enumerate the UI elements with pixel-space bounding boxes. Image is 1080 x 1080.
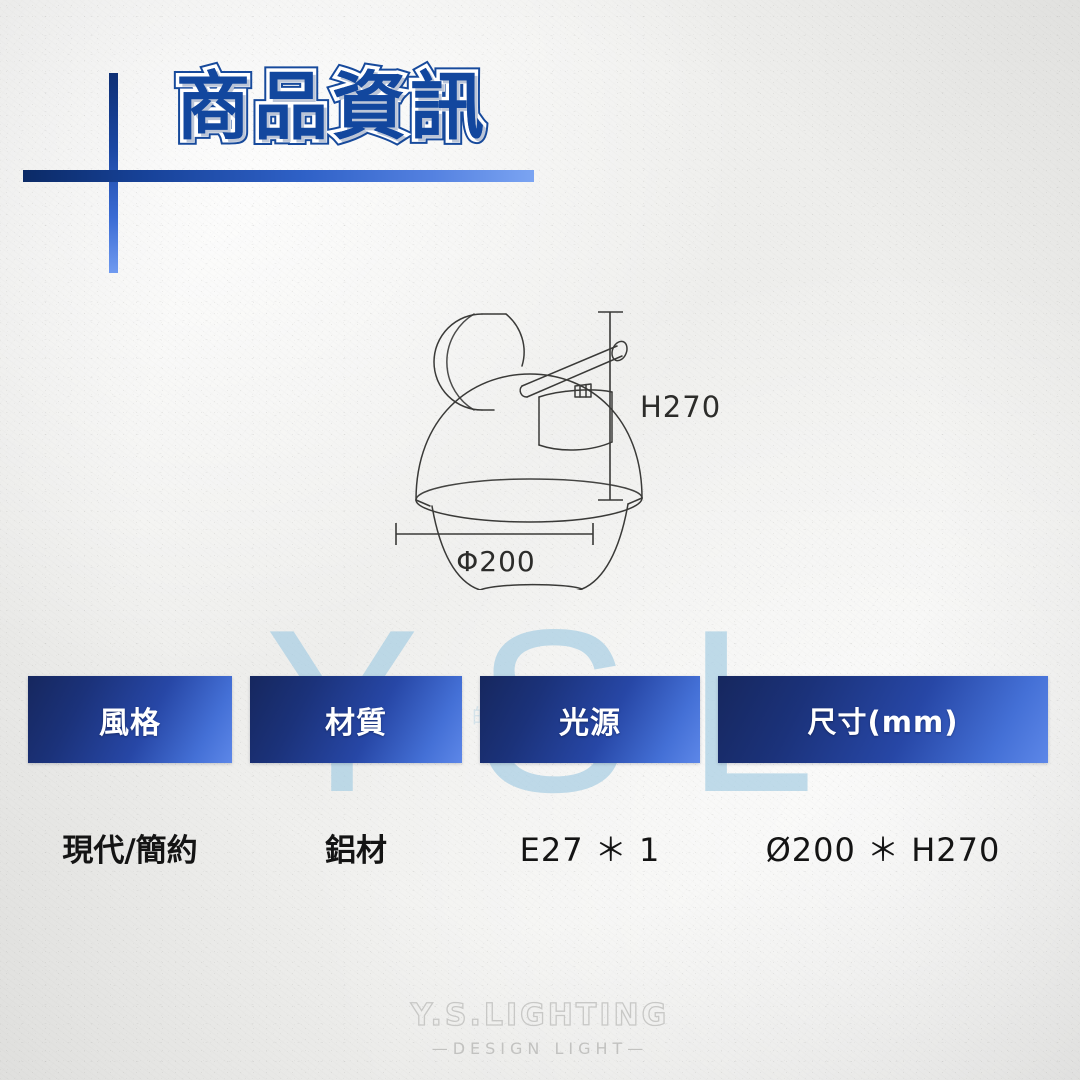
- spec-value-material: 鋁材: [325, 833, 387, 869]
- wall-lamp-svg: [415, 313, 643, 596]
- spec-badge-material[interactable]: 材質: [250, 676, 462, 763]
- spec-badge-dimensions[interactable]: 尺寸(mm): [718, 676, 1048, 763]
- spec-badge-label-light-source: 光源: [559, 705, 621, 741]
- spec-badge-label-dimensions: 尺寸(mm): [807, 704, 959, 739]
- product-line-drawing: [370, 270, 720, 596]
- spec-badge-label-style: 風格: [99, 705, 161, 741]
- spec-badge-style[interactable]: 風格: [28, 676, 232, 763]
- footer-tagline: —DESIGN LIGHT—: [431, 1039, 649, 1058]
- width-dimension-label: Φ200: [456, 545, 536, 578]
- page-title-outline: 商品資訊: [171, 60, 490, 154]
- height-dimension-line: [598, 311, 623, 501]
- spec-value-light-source: E27 ＊ 1: [519, 831, 661, 869]
- spec-badge-light-source[interactable]: 光源: [480, 676, 700, 763]
- footer-brand-logo: Y.S.LIGHTING: [410, 997, 670, 1033]
- spec-badge-label-material: 材質: [325, 705, 387, 741]
- height-dimension-label: H270: [640, 390, 722, 424]
- page-title: 商品資訊: [173, 62, 488, 152]
- spec-value-style: 現代/簡約: [62, 833, 198, 869]
- width-dimension-line: [395, 523, 594, 545]
- spec-value-dimensions: Ø200 ＊ H270: [765, 831, 1001, 869]
- header-horizontal-rule: [23, 170, 534, 182]
